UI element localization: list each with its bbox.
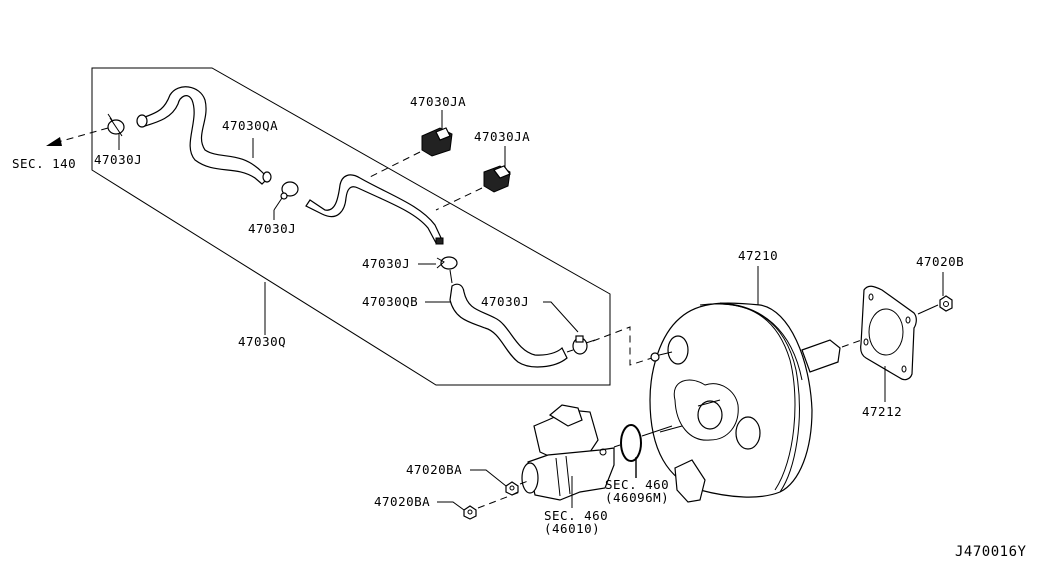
nut-b-icon[interactable] [939,295,953,312]
clamp-mid-icon[interactable] [280,181,299,200]
label-sec460-master-code: (46010) [544,521,600,536]
master-cylinder-icon[interactable] [521,404,615,501]
nut-ba-1-icon[interactable] [505,481,519,496]
hose-mid-icon[interactable] [305,174,444,245]
label-clamp-mid[interactable]: 47030J [248,221,296,236]
label-nut-b[interactable]: 47020B [916,254,964,269]
label-booster[interactable]: 47210 [738,248,778,263]
check-valve-2-icon[interactable] [483,165,511,193]
gasket-icon[interactable] [860,285,917,381]
hose-qb-icon[interactable] [449,283,568,368]
label-clamp-upper[interactable]: 47030J [362,256,410,271]
label-gasket[interactable]: 47212 [862,404,902,419]
label-nut-ba-2[interactable]: 47020BA [374,494,430,509]
label-check-valve-2[interactable]: 47030JA [474,129,530,144]
label-hose-assembly[interactable]: 47030Q [238,334,286,349]
label-hose-qb[interactable]: 47030QB [362,294,418,309]
label-nut-ba-1[interactable]: 47020BA [406,462,462,477]
nut-ba-2-icon[interactable] [463,505,477,520]
label-clamp-right[interactable]: 47030J [481,294,529,309]
o-ring-icon[interactable] [620,424,642,462]
brake-booster-icon[interactable] [649,302,841,503]
label-sec460-oring[interactable]: SEC. 460 [605,477,669,492]
sec140-arrow-icon [46,127,109,146]
label-sec140[interactable]: SEC. 140 [12,156,76,171]
clamp-left-icon[interactable] [107,113,125,137]
label-check-valve-1[interactable]: 47030JA [410,94,466,109]
label-sec460-oring-code: (46096M) [605,490,669,505]
diagram-code: J470016Y [955,544,1027,560]
hose-qa-icon[interactable] [136,86,272,185]
hose-assembly-outline [91,67,611,386]
label-clamp-left[interactable]: 47030J [94,152,142,167]
check-valve-1-icon[interactable] [421,127,453,157]
label-sec460-master[interactable]: SEC. 460 [544,508,608,523]
clamp-right-icon[interactable] [572,335,596,355]
label-hose-qa[interactable]: 47030QA [222,118,278,133]
clamp-upper-icon[interactable] [436,256,458,270]
